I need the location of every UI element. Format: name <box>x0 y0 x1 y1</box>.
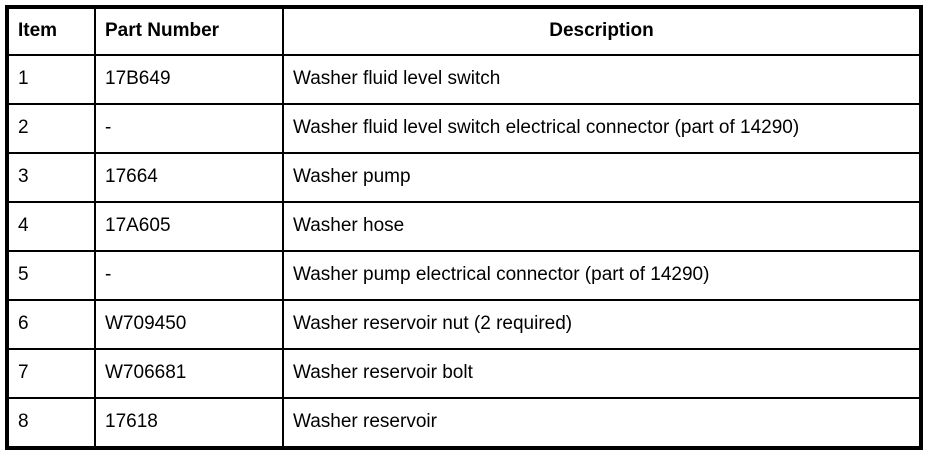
table-header-row: Item Part Number Description <box>6 6 922 56</box>
cell-part-number: W706681 <box>94 348 284 399</box>
cell-part-number: 17664 <box>94 152 284 203</box>
cell-item: 3 <box>6 152 96 203</box>
table-body: 1 17B649 Washer fluid level switch 2 - W… <box>6 54 922 449</box>
table-row: 1 17B649 Washer fluid level switch <box>6 54 922 105</box>
table-row: 6 W709450 Washer reservoir nut (2 requir… <box>6 299 922 350</box>
table-row: 8 17618 Washer reservoir <box>6 397 922 449</box>
cell-part-number: 17618 <box>94 397 284 449</box>
cell-description: Washer hose <box>282 201 922 252</box>
table-row: 3 17664 Washer pump <box>6 152 922 203</box>
cell-part-number: 17B649 <box>94 54 284 105</box>
table-row: 7 W706681 Washer reservoir bolt <box>6 348 922 399</box>
cell-description: Washer reservoir bolt <box>282 348 922 399</box>
table-header: Item Part Number Description <box>6 6 922 56</box>
cell-part-number: - <box>94 103 284 154</box>
cell-part-number: - <box>94 250 284 301</box>
cell-part-number: W709450 <box>94 299 284 350</box>
cell-item: 1 <box>6 54 96 105</box>
parts-table: Item Part Number Description 1 17B649 Wa… <box>5 5 923 450</box>
column-header-part-number: Part Number <box>94 6 284 56</box>
cell-item: 2 <box>6 103 96 154</box>
cell-item: 4 <box>6 201 96 252</box>
cell-description: Washer pump <box>282 152 922 203</box>
cell-item: 6 <box>6 299 96 350</box>
column-header-description: Description <box>282 6 922 56</box>
table-row: 4 17A605 Washer hose <box>6 201 922 252</box>
cell-item: 8 <box>6 397 96 449</box>
cell-part-number: 17A605 <box>94 201 284 252</box>
column-header-item: Item <box>6 6 96 56</box>
cell-item: 7 <box>6 348 96 399</box>
cell-item: 5 <box>6 250 96 301</box>
cell-description: Washer fluid level switch <box>282 54 922 105</box>
table-row: 5 - Washer pump electrical connector (pa… <box>6 250 922 301</box>
cell-description: Washer reservoir <box>282 397 922 449</box>
cell-description: Washer reservoir nut (2 required) <box>282 299 922 350</box>
table-row: 2 - Washer fluid level switch electrical… <box>6 103 922 154</box>
cell-description: Washer pump electrical connector (part o… <box>282 250 922 301</box>
cell-description: Washer fluid level switch electrical con… <box>282 103 922 154</box>
